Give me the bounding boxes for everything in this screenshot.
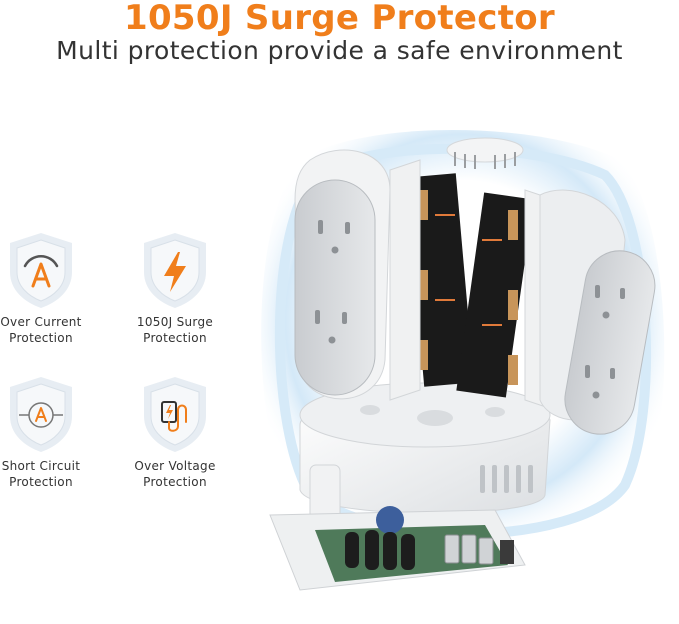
page-subtitle: Multi protection provide a safe environm…	[56, 36, 623, 65]
feature-over-voltage: Over Voltage Protection	[120, 374, 230, 490]
top-cap	[446, 137, 524, 169]
feature-surge: 1050J Surge Protection	[120, 230, 230, 346]
circuit-board	[269, 506, 526, 591]
feature-label: Over Voltage Protection	[134, 459, 216, 489]
base-housing	[299, 382, 551, 526]
circuit-a-icon	[10, 377, 72, 452]
lightning-bolt-icon	[144, 233, 206, 308]
feature-short-circuit: Short Circuit Protection	[0, 374, 96, 490]
right-outlet-panel	[539, 189, 656, 435]
page-title: 1050J Surge Protector	[123, 0, 555, 38]
feature-label: Short Circuit Protection	[1, 459, 81, 489]
voltage-plug-icon	[144, 377, 206, 452]
left-outlet-panel	[294, 149, 391, 400]
feature-label: Over Current Protection	[0, 315, 82, 345]
feature-label: 1050J Surge Protection	[136, 315, 214, 345]
surge-protector-illustration	[261, 130, 665, 591]
feature-over-current: Over Current Protection	[0, 230, 96, 346]
ammeter-arc-icon	[10, 233, 72, 308]
